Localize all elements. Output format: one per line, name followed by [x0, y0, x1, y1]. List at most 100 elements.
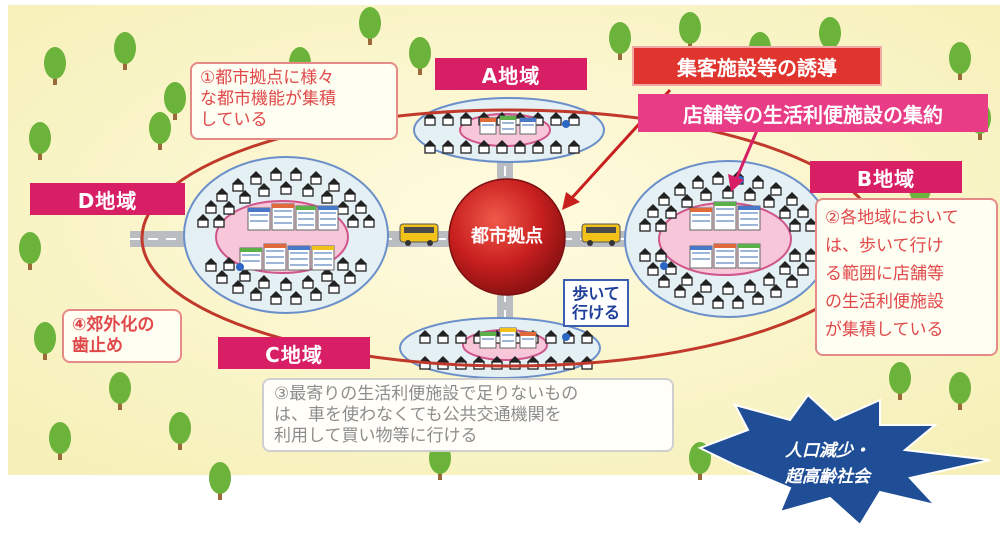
- tree-icon: [209, 462, 231, 500]
- house-icon: [216, 270, 228, 284]
- house-icon: [797, 262, 809, 276]
- consolidate-banner: 店舗等の生活利便施設の集約: [638, 94, 988, 132]
- region-a-label: A地域: [435, 58, 587, 90]
- attract-banner: 集客施設等の誘導: [632, 46, 882, 86]
- house-icon: [216, 188, 228, 202]
- tree-icon: [409, 37, 431, 75]
- house-icon: [770, 182, 782, 196]
- tree-icon: [359, 7, 381, 45]
- house-icon: [639, 218, 651, 232]
- house-icon: [712, 171, 724, 185]
- house-icon: [302, 183, 314, 197]
- shop-building-icon: [239, 247, 263, 271]
- houses: [197, 112, 817, 370]
- burst-text: 人口減少・ 超高齢社会: [785, 441, 870, 487]
- house-icon: [258, 275, 270, 289]
- house-icon: [460, 112, 472, 126]
- house-icon: [496, 140, 508, 154]
- note-1: ①都市拠点に様々 な都市機能が集積 している: [190, 62, 398, 140]
- tree-icon: [609, 22, 631, 60]
- house-icon: [310, 171, 322, 185]
- house-icon: [744, 187, 756, 201]
- house-icon: [732, 295, 744, 309]
- house-icon: [347, 214, 359, 228]
- house-icon: [232, 178, 244, 192]
- house-icon: [797, 204, 809, 218]
- tree-icon: [679, 12, 701, 50]
- shop-building-icon: [713, 201, 737, 231]
- house-icon: [290, 291, 302, 305]
- house-icon: [290, 167, 302, 181]
- house-icon: [321, 190, 333, 204]
- house-icon: [355, 200, 367, 214]
- house-icon: [437, 330, 449, 344]
- house-icon: [763, 194, 775, 208]
- shop-building-icon: [689, 207, 713, 231]
- house-icon: [455, 330, 467, 344]
- house-icon: [752, 291, 764, 305]
- house-icon: [658, 192, 670, 206]
- tree-icon: [19, 232, 41, 270]
- shop-building-icon: [713, 243, 737, 269]
- house-icon: [763, 272, 775, 286]
- shop-building-icon: [317, 205, 339, 231]
- house-icon: [786, 192, 798, 206]
- shop-building-icon: [519, 331, 537, 349]
- house-icon: [280, 181, 292, 195]
- house-icon: [550, 112, 562, 126]
- tree-icon: [949, 42, 971, 80]
- shop-building-icon: [287, 245, 311, 271]
- house-icon: [424, 112, 436, 126]
- house-icon: [302, 275, 314, 289]
- shop-buildings: [239, 115, 761, 349]
- house-icon: [424, 140, 436, 154]
- tree-icon: [29, 122, 51, 160]
- house-icon: [789, 248, 801, 262]
- tree-icon: [114, 32, 136, 70]
- house-icon: [658, 274, 670, 288]
- shop-building-icon: [689, 245, 713, 269]
- house-icon: [647, 204, 659, 218]
- house-icon: [363, 214, 375, 228]
- house-icon: [310, 287, 322, 301]
- shop-building-icon: [737, 243, 761, 269]
- tree-icon: [149, 112, 171, 150]
- house-icon: [700, 279, 712, 293]
- house-icon: [280, 277, 292, 291]
- shop-building-icon: [479, 331, 497, 349]
- region-d-label: D地域: [30, 183, 185, 215]
- house-icon: [789, 218, 801, 232]
- house-icon: [460, 140, 472, 154]
- house-icon: [239, 190, 251, 204]
- house-icon: [692, 291, 704, 305]
- house-icon: [197, 214, 209, 228]
- tree-icon: [889, 362, 911, 400]
- house-icon: [337, 257, 349, 271]
- tree-icon: [169, 412, 191, 450]
- shop-building-icon: [271, 203, 295, 231]
- shop-building-icon: [499, 115, 517, 135]
- house-icon: [355, 258, 367, 272]
- house-icon: [692, 175, 704, 189]
- house-icon: [752, 175, 764, 189]
- house-icon: [213, 214, 225, 228]
- tree-icon: [49, 422, 71, 460]
- house-icon: [328, 178, 340, 192]
- house-icon: [514, 140, 526, 154]
- house-icon: [532, 140, 544, 154]
- house-icon: [550, 140, 562, 154]
- shop-building-icon: [499, 327, 517, 349]
- city-hub-circle: [448, 178, 566, 296]
- house-icon: [700, 187, 712, 201]
- house-icon: [674, 182, 686, 196]
- burst-shape: [697, 393, 991, 527]
- shop-building-icon: [519, 117, 537, 135]
- tree-icon: [109, 372, 131, 410]
- shop-building-icon: [479, 117, 497, 135]
- house-icon: [321, 268, 333, 282]
- house-icon: [328, 280, 340, 294]
- house-icon: [223, 257, 235, 271]
- bus-right: [581, 223, 621, 246]
- shop-building-icon: [247, 207, 271, 231]
